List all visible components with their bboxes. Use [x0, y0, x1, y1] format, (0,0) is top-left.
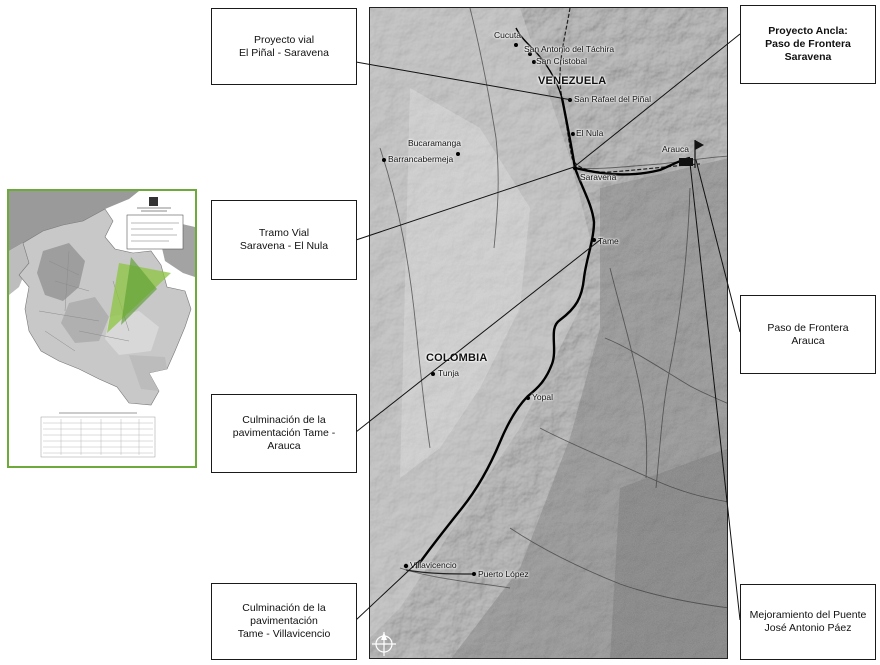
department-shape: [61, 297, 109, 343]
callout-line: El Piñal - Saravena: [239, 46, 329, 59]
place-label-tame: Tame: [598, 236, 619, 246]
department-shape: [129, 355, 167, 391]
place-label-venezuela: VENEZUELA: [538, 75, 607, 87]
place-label-el-nula: El Nula: [576, 128, 604, 138]
institute-emblem-icon: [149, 197, 158, 206]
callout-line: Saravena - El Nula: [239, 240, 329, 252]
place-label-arauca: Arauca: [662, 144, 689, 154]
place-label-saravena: Saravena: [580, 172, 617, 182]
callout-line: pavimentación Tame - Arauca: [232, 427, 336, 452]
callout-proyecto-ancla: Proyecto Ancla: Paso de Frontera Saraven…: [740, 5, 876, 84]
place-label-san-cristobal: San Cristobal: [536, 56, 588, 66]
place-label-barrancabermeja: Barrancabermeja: [388, 154, 454, 164]
place-label-san-antonio: San Antonio del Táchira: [524, 44, 615, 54]
callout-line: Arauca: [791, 334, 825, 347]
callout-line: Paso de Frontera: [767, 321, 849, 334]
place-label-colombia: COLOMBIA: [426, 352, 488, 364]
place-label-villavicencio: Villavicencio: [410, 560, 457, 570]
neighbor-country-shape: [9, 191, 139, 251]
place-label-bucaramanga: Bucaramanga: [408, 138, 461, 148]
callout-culminacion-villavicencio: Culminación de la pavimentación Tame - V…: [211, 583, 357, 660]
place-label-tunja: Tunja: [438, 368, 459, 378]
callout-line: Proyecto vial: [253, 33, 315, 46]
callout-tramo-vial: Tramo Vial Saravena - El Nula: [211, 200, 357, 280]
bridge-marker-icon: [679, 158, 693, 166]
callout-culminacion-arauca: Culminación de la pavimentación Tame - A…: [211, 394, 357, 473]
place-label-yopal: Yopal: [532, 392, 553, 402]
callout-line: José Antonio Páez: [764, 622, 852, 634]
place-label-san-rafael: San Rafael del Piñal: [574, 94, 652, 104]
place-label-cucuta: Cucuta: [494, 30, 521, 40]
place-label-puerto-lopez: Puerto López: [478, 569, 529, 579]
inset-legend-box: [126, 214, 184, 250]
callout-line: Tame - Villavicencio: [237, 628, 331, 640]
inset-table: [40, 416, 156, 458]
inset-map-graphic: [9, 191, 195, 466]
callout-line: Paso de Frontera: [765, 38, 851, 50]
colombia-overview-inset-map: [7, 189, 197, 468]
highlight-triangle: [121, 257, 157, 325]
callout-mejoramiento-puente: Mejoramiento del Puente José Antonio Páe…: [740, 584, 876, 660]
panama-shape: [9, 243, 29, 295]
north-arrow-icon: [372, 632, 396, 656]
callout-line: Mejoramiento del Puente: [749, 609, 867, 621]
callout-proyecto-vial: Proyecto vial El Piñal - Saravena: [211, 8, 357, 85]
callout-line: Saravena: [784, 51, 832, 63]
callout-line: Culminación de la pavimentación: [242, 602, 326, 627]
callout-line: Proyecto Ancla:: [768, 25, 848, 37]
callout-paso-arauca: Paso de Frontera Arauca: [740, 295, 876, 374]
callout-line: Culminación de la: [242, 414, 326, 426]
callout-line: Tramo Vial: [258, 227, 310, 239]
relief-map-panel: Cucuta San Antonio del Táchira San Crist…: [369, 7, 728, 659]
